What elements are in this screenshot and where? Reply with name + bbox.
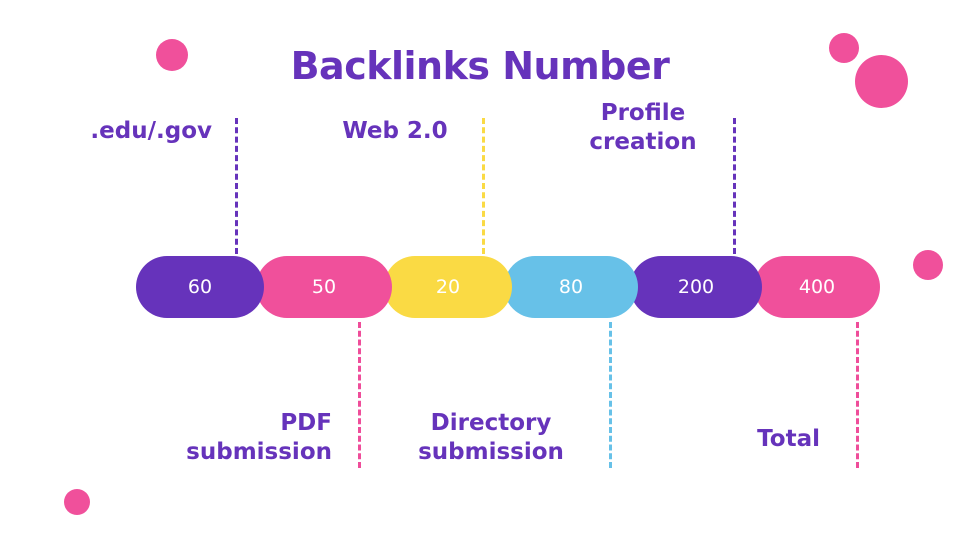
bar-segment-pdf-submission-fill xyxy=(256,256,392,318)
decorative-circle-top-right-large xyxy=(855,55,908,108)
bar-segment-edu-gov-fill xyxy=(136,256,264,318)
callout-label-total: Total xyxy=(757,426,820,452)
bar-segment-directory-submission-fill xyxy=(504,256,638,318)
bar-segment-directory-submission-value: 80 xyxy=(558,276,584,298)
bar-segment-directory-submission[interactable]: 80 xyxy=(493,253,638,321)
connector-line-profile-creation xyxy=(733,118,736,254)
callout-label-pdf-submission: PDF submission xyxy=(186,410,332,465)
callout-label-edu-gov: .edu/.gov xyxy=(90,118,212,144)
decorative-circle-top-left xyxy=(156,39,188,71)
bar-segment-profile-creation[interactable]: 200 xyxy=(619,253,762,321)
bar-segment-web20[interactable]: 20 xyxy=(373,253,512,321)
connector-line-pdf-submission xyxy=(358,322,361,468)
bar-segment-edu-gov-value: 60 xyxy=(187,276,213,298)
bar-segment-web20-value: 20 xyxy=(435,276,461,298)
bar-segment-profile-creation-value: 200 xyxy=(677,276,715,298)
bar-segment-total-value: 400 xyxy=(798,276,836,298)
decorative-circle-bottom-left xyxy=(64,489,90,515)
connector-line-directory-submission xyxy=(609,322,612,468)
bar-segment-pdf-submission-value: 50 xyxy=(311,276,337,298)
stacked-bar-track: 60 50 20 80 200 400 xyxy=(136,253,880,321)
callout-label-web20: Web 2.0 xyxy=(342,118,448,144)
decorative-circle-right-middle xyxy=(913,250,943,280)
callout-label-directory-submission: Directory submission xyxy=(418,410,564,465)
bar-segment-web20-fill xyxy=(384,256,512,318)
page-title: Backlinks Number xyxy=(290,44,670,88)
callout-label-profile-creation: Profile creation xyxy=(589,100,697,155)
bar-segment-profile-creation-fill xyxy=(630,256,762,318)
decorative-circle-top-right-small xyxy=(829,33,859,63)
connector-line-web20 xyxy=(482,118,485,254)
bar-segment-pdf-submission[interactable]: 50 xyxy=(245,253,392,321)
connector-line-total xyxy=(856,322,859,468)
connector-line-edu-gov xyxy=(235,118,238,254)
bar-segment-edu-gov[interactable]: 60 xyxy=(136,256,264,318)
bar-segment-total[interactable]: 400 xyxy=(743,253,880,321)
bar-segment-total-fill xyxy=(754,256,880,318)
